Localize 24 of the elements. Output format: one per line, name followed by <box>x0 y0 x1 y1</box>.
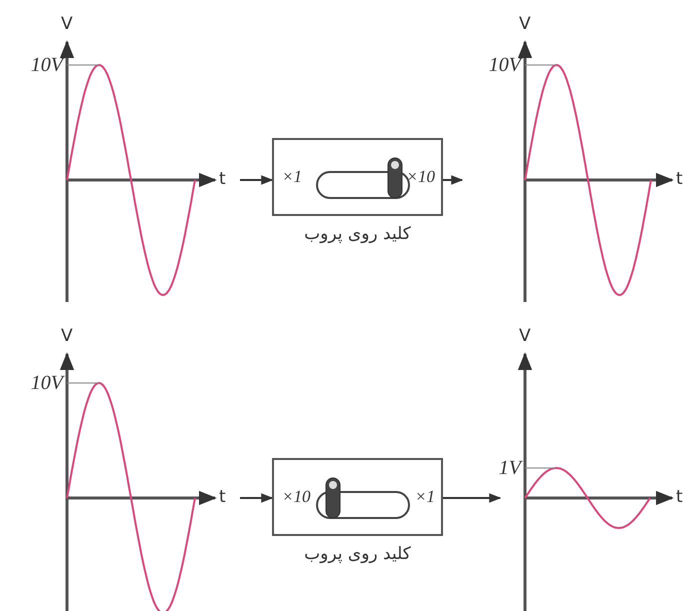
peak-voltage-label: 10V <box>30 373 63 393</box>
axis-label: V <box>519 16 531 33</box>
probe-switch-box <box>272 458 443 536</box>
axis-label: t <box>676 171 683 188</box>
arrow <box>443 175 464 185</box>
arrow <box>443 493 502 503</box>
axis-label: t <box>219 489 226 506</box>
arrow <box>240 493 274 503</box>
switch-position-label: ×10 <box>406 168 435 185</box>
axis-label: V <box>61 16 73 33</box>
peak-voltage-label: 10V <box>488 55 521 75</box>
switch-position-label: ×10 <box>282 488 310 505</box>
probe-switch-box <box>272 138 443 216</box>
node-label: کلید روی پروب <box>304 544 411 564</box>
switch-position-label: ×1 <box>282 168 302 185</box>
axis-label: V <box>61 328 73 345</box>
axis-label: t <box>219 171 226 188</box>
axis-label: t <box>676 489 683 506</box>
peak-voltage-label: 10V <box>30 55 63 75</box>
peak-voltage-label: 1V <box>498 458 521 478</box>
switch-position-label: ×1 <box>415 488 435 505</box>
arrow <box>240 175 274 185</box>
axis-label: V <box>519 328 531 345</box>
node-label: کلید روی پروب <box>304 224 411 244</box>
